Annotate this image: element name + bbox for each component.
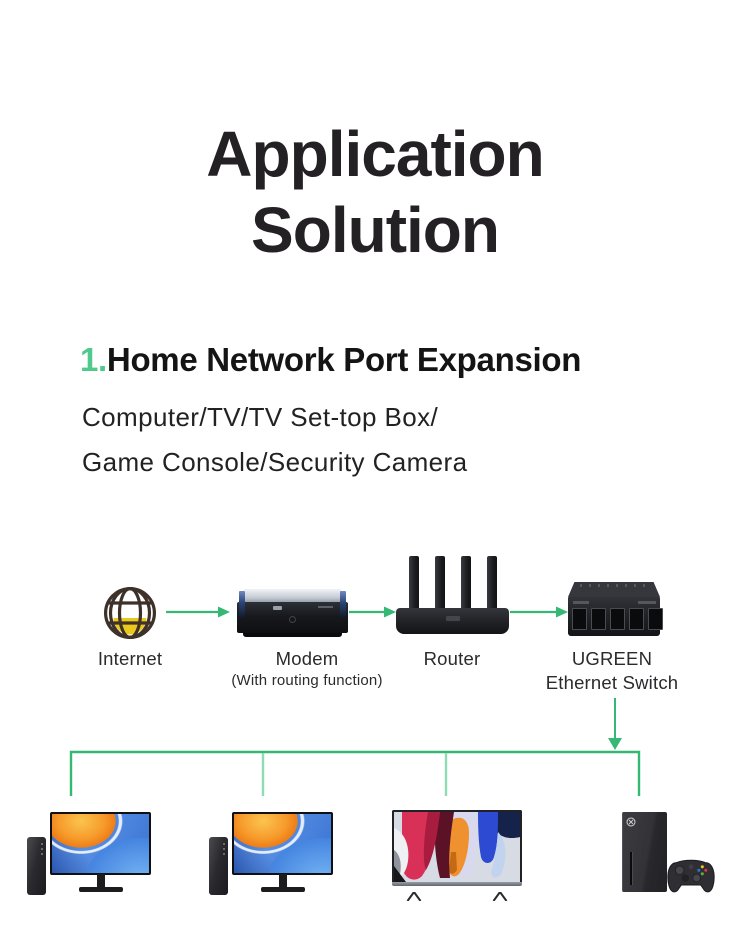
switch-vents: [580, 584, 648, 587]
arrow-right-icon: [349, 606, 396, 618]
gamepad-icon: [667, 859, 715, 893]
computer-1-image: [27, 812, 177, 896]
modem-button: [289, 616, 296, 623]
section-heading-text: Home Network Port Expansion: [106, 341, 582, 378]
switch-label-line-1: UGREEN: [571, 648, 653, 669]
section-number: 1.: [80, 341, 107, 378]
router-antenna: [461, 556, 471, 610]
arrow-right-icon: [166, 606, 230, 618]
modem-logo: [273, 606, 282, 610]
rj45-port: [591, 608, 606, 630]
page-title-line-1: Application: [206, 118, 544, 190]
modem-marking: [318, 606, 333, 608]
monitor-screen: [232, 812, 333, 875]
xbox-console: [622, 812, 667, 892]
monitor-screen: [50, 812, 151, 875]
section-heading: 1.Home Network Port Expansion: [80, 341, 581, 379]
router-antenna: [435, 556, 445, 610]
internet-label: Internet: [97, 648, 163, 669]
down-arrow-icon: [608, 738, 622, 750]
modem-base: [243, 633, 342, 637]
ethernet-switch-image: [568, 582, 663, 640]
tv-wallpaper: [394, 812, 520, 882]
rj45-port: [610, 608, 625, 630]
tv-image: [392, 810, 522, 901]
globe-icon: [104, 587, 156, 639]
monitor-base: [260, 887, 305, 892]
tv-bottom-bar: [392, 882, 522, 886]
arrow-right-icon: [510, 606, 568, 618]
router-label: Router: [423, 648, 481, 669]
page-title-line-2: Solution: [251, 194, 500, 266]
monitor-image: [232, 812, 333, 892]
xbox-logo-icon: [626, 817, 636, 827]
router-antenna: [487, 556, 497, 610]
router-logo: [446, 616, 460, 621]
switch-led-marking: [638, 601, 656, 604]
rj45-port: [572, 608, 587, 630]
switch-logo-marking: [573, 601, 589, 604]
rj45-port: [648, 608, 663, 630]
tv-screen: [392, 810, 522, 882]
subtitle-line-2: Game Console/Security Camera: [82, 447, 468, 477]
rj45-port: [629, 608, 644, 630]
monitor-base: [78, 887, 123, 892]
router-body: [396, 608, 509, 634]
connector-lines: [69, 698, 641, 796]
modem-note: (With routing function): [231, 672, 383, 689]
switch-label-line-2: Ethernet Switch: [545, 672, 679, 693]
tv-foot: [406, 892, 422, 901]
monitor-stand: [96, 874, 105, 887]
computer-2-image: [209, 812, 359, 896]
desktop-tower-image: [209, 837, 228, 895]
modem-left-accent: [239, 591, 245, 617]
monitor-image: [50, 812, 151, 892]
game-console-image: [622, 812, 717, 896]
desktop-tower-image: [27, 837, 46, 895]
page-title: Application Solution: [0, 116, 750, 268]
router-image: [396, 556, 509, 634]
modem-label: Modem: [275, 648, 339, 669]
xbox-disc-slot: [630, 852, 632, 885]
modem-image: [237, 589, 348, 639]
monitor-stand: [278, 874, 287, 887]
router-antenna: [409, 556, 419, 610]
modem-right-accent: [340, 591, 346, 617]
switch-ports: [572, 608, 663, 630]
subtitle-line-1: Computer/TV/TV Set-top Box/: [82, 402, 439, 432]
switch-front-panel: [568, 597, 663, 636]
tv-foot: [492, 892, 508, 901]
modem-top-panel: [241, 589, 344, 602]
